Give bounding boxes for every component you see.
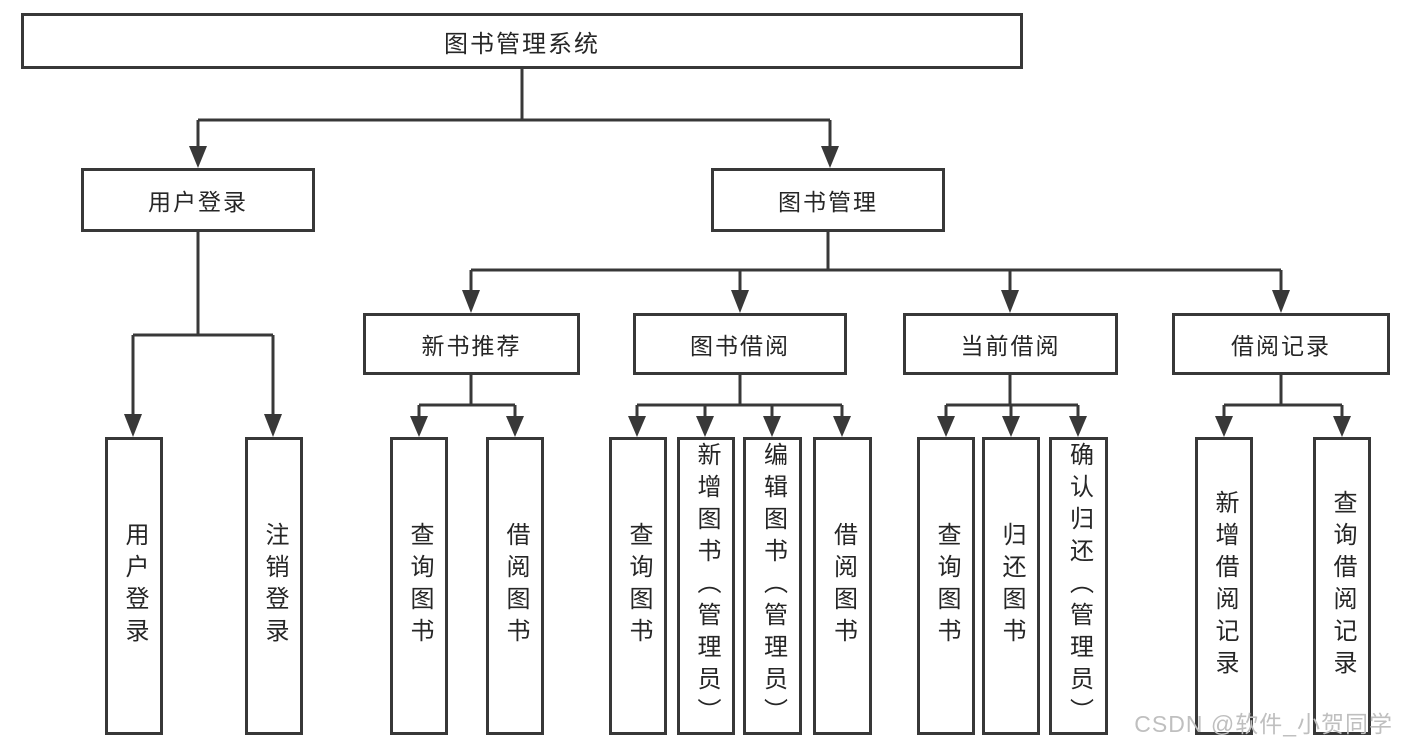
leaf-confirm-return-admin: 确认归还（管理员） bbox=[1049, 437, 1108, 735]
leaf-user-login: 用户登录 bbox=[105, 437, 163, 735]
leaf-borrow-books-recommend: 借阅图书 bbox=[486, 437, 544, 735]
node-borrowing-records: 借阅记录 bbox=[1172, 313, 1390, 375]
node-library-management-system: 图书管理系统 bbox=[21, 13, 1023, 69]
node-label: 借阅图书 bbox=[829, 522, 857, 650]
node-label: 查询图书 bbox=[406, 522, 433, 650]
node-label: 当前借阅 bbox=[960, 333, 1061, 359]
leaf-borrow-books-borrowing: 借阅图书 bbox=[813, 437, 872, 735]
node-book-management-branch: 图书管理 bbox=[711, 168, 945, 232]
node-label: 新增借阅记录 bbox=[1211, 490, 1238, 682]
node-user-login-branch: 用户登录 bbox=[81, 168, 315, 232]
node-label: 用户登录 bbox=[121, 522, 148, 650]
node-label: 查询图书 bbox=[933, 522, 960, 650]
node-new-book-recommendation: 新书推荐 bbox=[363, 313, 580, 375]
node-label: 查询借阅记录 bbox=[1329, 490, 1356, 682]
leaf-query-books-borrowing: 查询图书 bbox=[609, 437, 667, 735]
node-label: 新增图书（管理员） bbox=[693, 442, 720, 730]
node-label: 图书借阅 bbox=[690, 333, 790, 359]
node-label: 借阅图书 bbox=[502, 522, 529, 650]
node-label: 编辑图书（管理员） bbox=[759, 442, 787, 730]
node-current-borrowing: 当前借阅 bbox=[903, 313, 1118, 375]
node-label: 确认归还（管理员） bbox=[1065, 442, 1093, 730]
node-label: 查询图书 bbox=[625, 522, 652, 650]
leaf-logout: 注销登录 bbox=[245, 437, 303, 735]
leaf-add-borrow-record: 新增借阅记录 bbox=[1195, 437, 1253, 735]
leaf-return-books: 归还图书 bbox=[982, 437, 1040, 735]
csdn-watermark: CSDN @软件_小贺同学 bbox=[1134, 711, 1393, 737]
node-label: 归还图书 bbox=[998, 522, 1025, 650]
leaf-edit-books-admin: 编辑图书（管理员） bbox=[743, 437, 802, 735]
node-book-borrowing: 图书借阅 bbox=[633, 313, 847, 375]
node-label: 新书推荐 bbox=[421, 333, 522, 359]
leaf-query-books-current: 查询图书 bbox=[917, 437, 975, 735]
leaf-query-borrow-record: 查询借阅记录 bbox=[1313, 437, 1371, 735]
node-label: 用户登录 bbox=[148, 189, 248, 215]
node-label: 图书管理系统 bbox=[444, 30, 600, 58]
leaf-add-books-admin: 新增图书（管理员） bbox=[677, 437, 735, 735]
node-label: 注销登录 bbox=[261, 522, 288, 650]
leaf-query-books-recommend: 查询图书 bbox=[390, 437, 448, 735]
node-label: 图书管理 bbox=[778, 189, 878, 215]
node-label: 借阅记录 bbox=[1231, 333, 1331, 359]
